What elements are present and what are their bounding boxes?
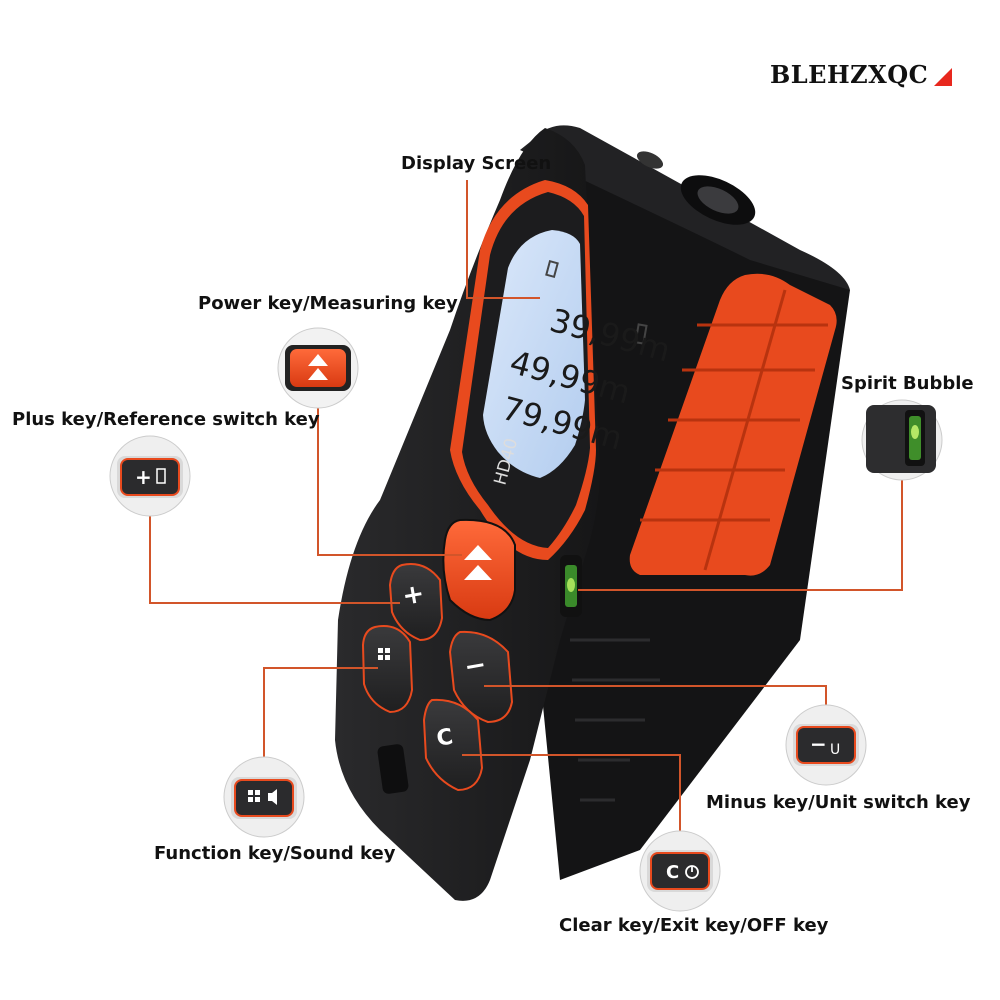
function-grid-icon <box>378 648 390 660</box>
reference-icon <box>545 259 559 279</box>
power-arrow-icon <box>464 545 492 580</box>
sound-icon <box>268 789 277 805</box>
spirit-bubble-zoom <box>861 399 943 481</box>
triangle-logo-icon <box>934 68 952 86</box>
minus-key[interactable]: − <box>448 630 514 724</box>
power-key-zoom <box>277 327 359 409</box>
plus-key-zoom: + <box>109 435 191 517</box>
label-power-key: Power key/Measuring key <box>198 293 458 314</box>
plus-reference-icon: + <box>135 465 152 489</box>
side-grip <box>629 273 837 576</box>
plus-key[interactable]: + <box>388 563 444 642</box>
function-key[interactable] <box>361 625 414 714</box>
battery-icon <box>634 323 648 345</box>
unit-icon: U <box>830 742 840 758</box>
lcd-screen <box>483 230 585 478</box>
plus-reference-icon: + <box>400 579 427 612</box>
rangefinder-body: HD40 <box>335 125 850 901</box>
clear-off-icon: C <box>666 862 679 883</box>
leader-lines <box>149 180 903 838</box>
clear-off-icon: C <box>435 724 455 751</box>
label-minus-key: Minus key/Unit switch key <box>706 792 971 813</box>
power-key[interactable] <box>442 518 516 622</box>
spirit-bubble-icon <box>560 555 582 617</box>
label-plus-key: Plus key/Reference switch key <box>12 409 320 430</box>
minus-unit-icon: − <box>462 650 489 683</box>
brand-logo-text: BLEHZXQC <box>770 60 929 89</box>
function-key-zoom <box>223 756 305 838</box>
label-clear-key: Clear key/Exit key/OFF key <box>559 915 829 936</box>
minus-key-zoom: − U <box>785 704 867 786</box>
label-function-key: Function key/Sound key <box>154 843 396 864</box>
minus-unit-icon: − <box>810 732 827 756</box>
clear-key[interactable]: C <box>422 698 484 792</box>
clear-key-zoom: C <box>639 830 721 912</box>
label-spirit-bubble: Spirit Bubble <box>841 373 974 394</box>
label-display-screen: Display Screen <box>401 153 552 174</box>
